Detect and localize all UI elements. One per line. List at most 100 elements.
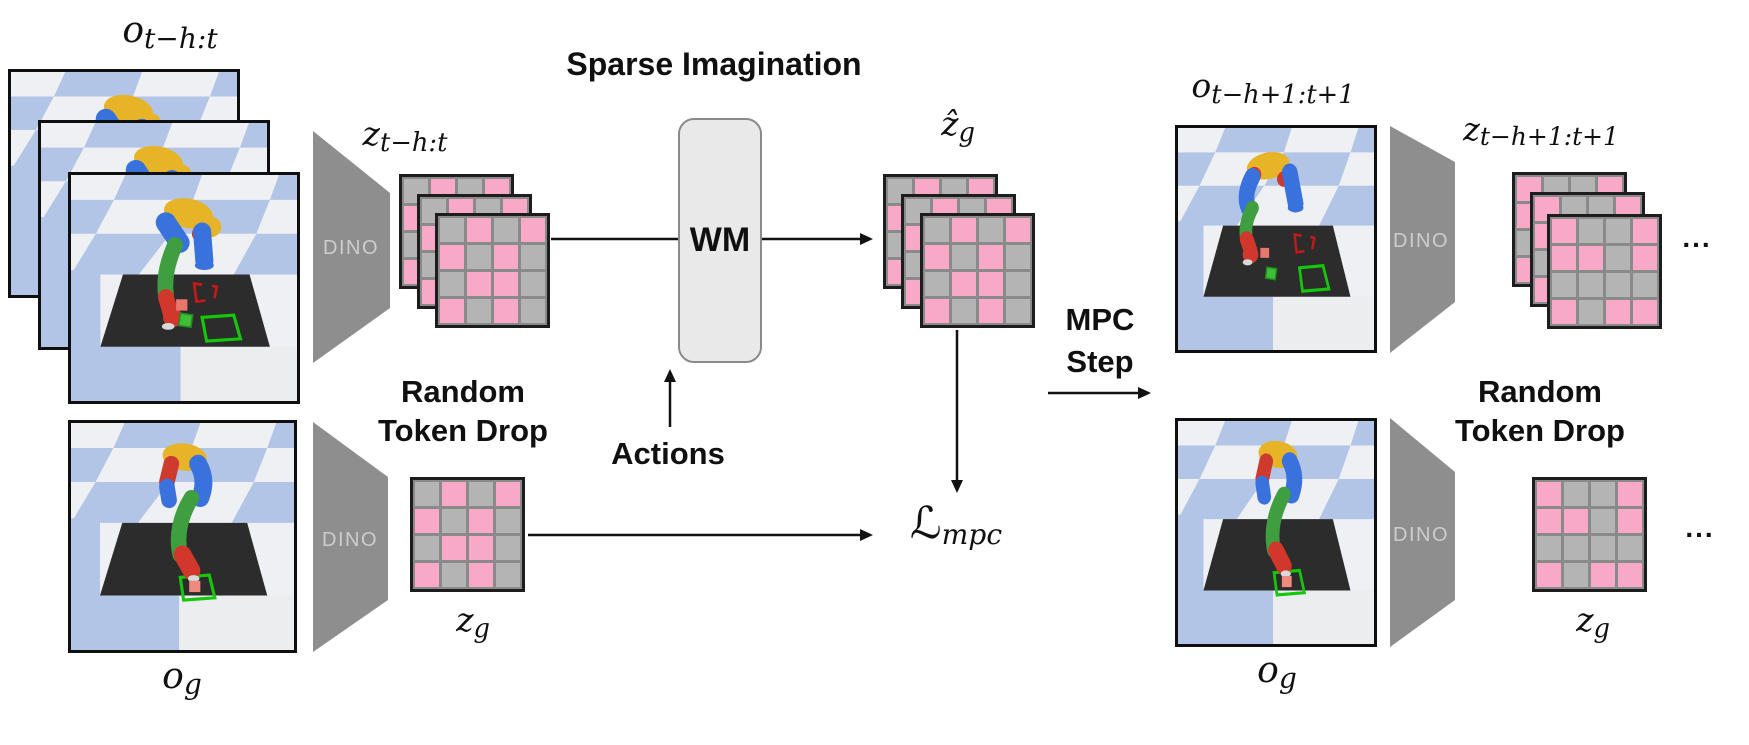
next-obs-label-base: o [1191, 66, 1212, 105]
token-cell-dropped [925, 272, 949, 296]
encoder-trapezoid-icon [313, 131, 390, 363]
token-cell-dropped [496, 563, 520, 587]
token-cell-kept [1618, 563, 1642, 587]
token-cell-dropped [1606, 273, 1630, 297]
token-cell-dropped [442, 509, 466, 533]
world-model-box: WM [678, 118, 762, 363]
token-cell-dropped [1006, 299, 1030, 323]
token-cell-kept [1564, 509, 1588, 533]
token-cell-dropped [1633, 273, 1657, 297]
token-cell-dropped [1606, 219, 1630, 243]
token-cell-dropped [1564, 563, 1588, 587]
robot-scene-image [71, 175, 297, 401]
mpc-step-line1: MPC [1065, 302, 1135, 337]
token-cell-dropped [496, 536, 520, 560]
token-cell-kept [469, 563, 493, 587]
token-cell-dropped [1564, 536, 1588, 560]
zhat-goal-label: ẑg [908, 104, 1008, 148]
token-cell-dropped [469, 482, 493, 506]
token-cell-dropped [1006, 272, 1030, 296]
wm-label: WM [689, 221, 751, 259]
obs-history-label-base: o [122, 10, 145, 51]
zg-label-base: z [456, 600, 474, 639]
token-cell-kept [442, 482, 466, 506]
token-cell-kept [1618, 482, 1642, 506]
token-cell-kept [467, 272, 491, 296]
token-cell-dropped [521, 272, 545, 296]
z-history-label-sub: t−h:t [379, 127, 448, 158]
token-cell-dropped [440, 272, 464, 296]
token-cell-dropped [440, 218, 464, 242]
random-token-drop-left: Random Token Drop [353, 372, 573, 450]
token-cell-kept [469, 509, 493, 533]
token-cell-dropped [415, 482, 439, 506]
token-cell-kept [494, 272, 518, 296]
token-cell-kept [415, 509, 439, 533]
zhat-label-base: ẑ [941, 104, 959, 143]
token-cell-kept [1552, 246, 1576, 270]
next-obs-image [1175, 125, 1377, 353]
token-cell-kept [1537, 482, 1561, 506]
zg-label-left: zg [418, 600, 528, 644]
token-cell-dropped [925, 218, 949, 242]
mpc-loss-label: ℒmpc [876, 498, 1036, 552]
goal-image-left [68, 420, 297, 653]
token-cell-kept [1633, 246, 1657, 270]
random-token-drop-line2: Token Drop [1455, 413, 1625, 448]
encoder-trapezoid-icon [313, 422, 388, 652]
token-cell-kept [440, 299, 464, 323]
dino-encoder-top-left: DINO [313, 131, 390, 363]
ellipsis-top: ... [1682, 222, 1712, 253]
robot-scene-image [71, 423, 294, 650]
mpc-step-line2: Step [1066, 344, 1134, 379]
dino-label: DINO [323, 237, 379, 259]
goal-label-left: og [130, 656, 234, 701]
obs-image-front [68, 172, 300, 404]
token-cell-dropped [467, 299, 491, 323]
token-cell-kept [1579, 246, 1603, 270]
z-history-label: zt−h:t [325, 114, 485, 158]
token-cell-kept [467, 218, 491, 242]
z-history-label-base: z [362, 114, 380, 153]
token-cell-kept [925, 299, 949, 323]
obs-history-label: ot−h:t [70, 10, 270, 55]
token-cell-kept [979, 272, 1003, 296]
dino-encoder-top-right: DINO [1390, 126, 1455, 353]
next-z-label-sub: t−h+1:t+1 [1479, 122, 1619, 152]
token-cell-kept [1618, 509, 1642, 533]
token-cell-dropped [1006, 245, 1030, 269]
encoder-trapezoid-icon [1390, 126, 1455, 353]
token-cell-dropped [494, 218, 518, 242]
token-cell-kept [494, 299, 518, 323]
token-cell-kept [1591, 563, 1615, 587]
dino-encoder-bottom-right: DINO [1390, 418, 1455, 647]
token-cell-dropped [1552, 273, 1576, 297]
token-cell-dropped [467, 245, 491, 269]
random-token-drop-line1: Random [401, 374, 525, 409]
token-cell-dropped [1579, 273, 1603, 297]
dino-label: DINO [322, 529, 378, 551]
loss-label-sub: mpc [941, 518, 1003, 552]
token-cell-kept [1606, 300, 1630, 324]
robot-scene-image [1178, 128, 1374, 350]
ellipsis-bottom: ... [1685, 512, 1715, 543]
token-cell-kept [440, 245, 464, 269]
token-cell-kept [442, 536, 466, 560]
next-z-label-base: z [1463, 110, 1480, 148]
obs-history-label-sub: t−h:t [144, 22, 218, 56]
zg-label-sub: g [473, 613, 490, 644]
actions-label: Actions [611, 436, 725, 471]
goal-label-base: o [1257, 650, 1279, 691]
goal-label-right: og [1225, 650, 1329, 695]
token-cell-kept [979, 245, 1003, 269]
goal-label-sub: g [183, 668, 202, 702]
token-cell-kept [1633, 300, 1657, 324]
token-cell-dropped [1537, 536, 1561, 560]
token-cell-dropped [1618, 536, 1642, 560]
goal-label-base: o [162, 656, 184, 697]
loss-label-base: ℒ [909, 498, 942, 549]
zg-label-base: z [1576, 600, 1594, 639]
token-cell-dropped [496, 509, 520, 533]
